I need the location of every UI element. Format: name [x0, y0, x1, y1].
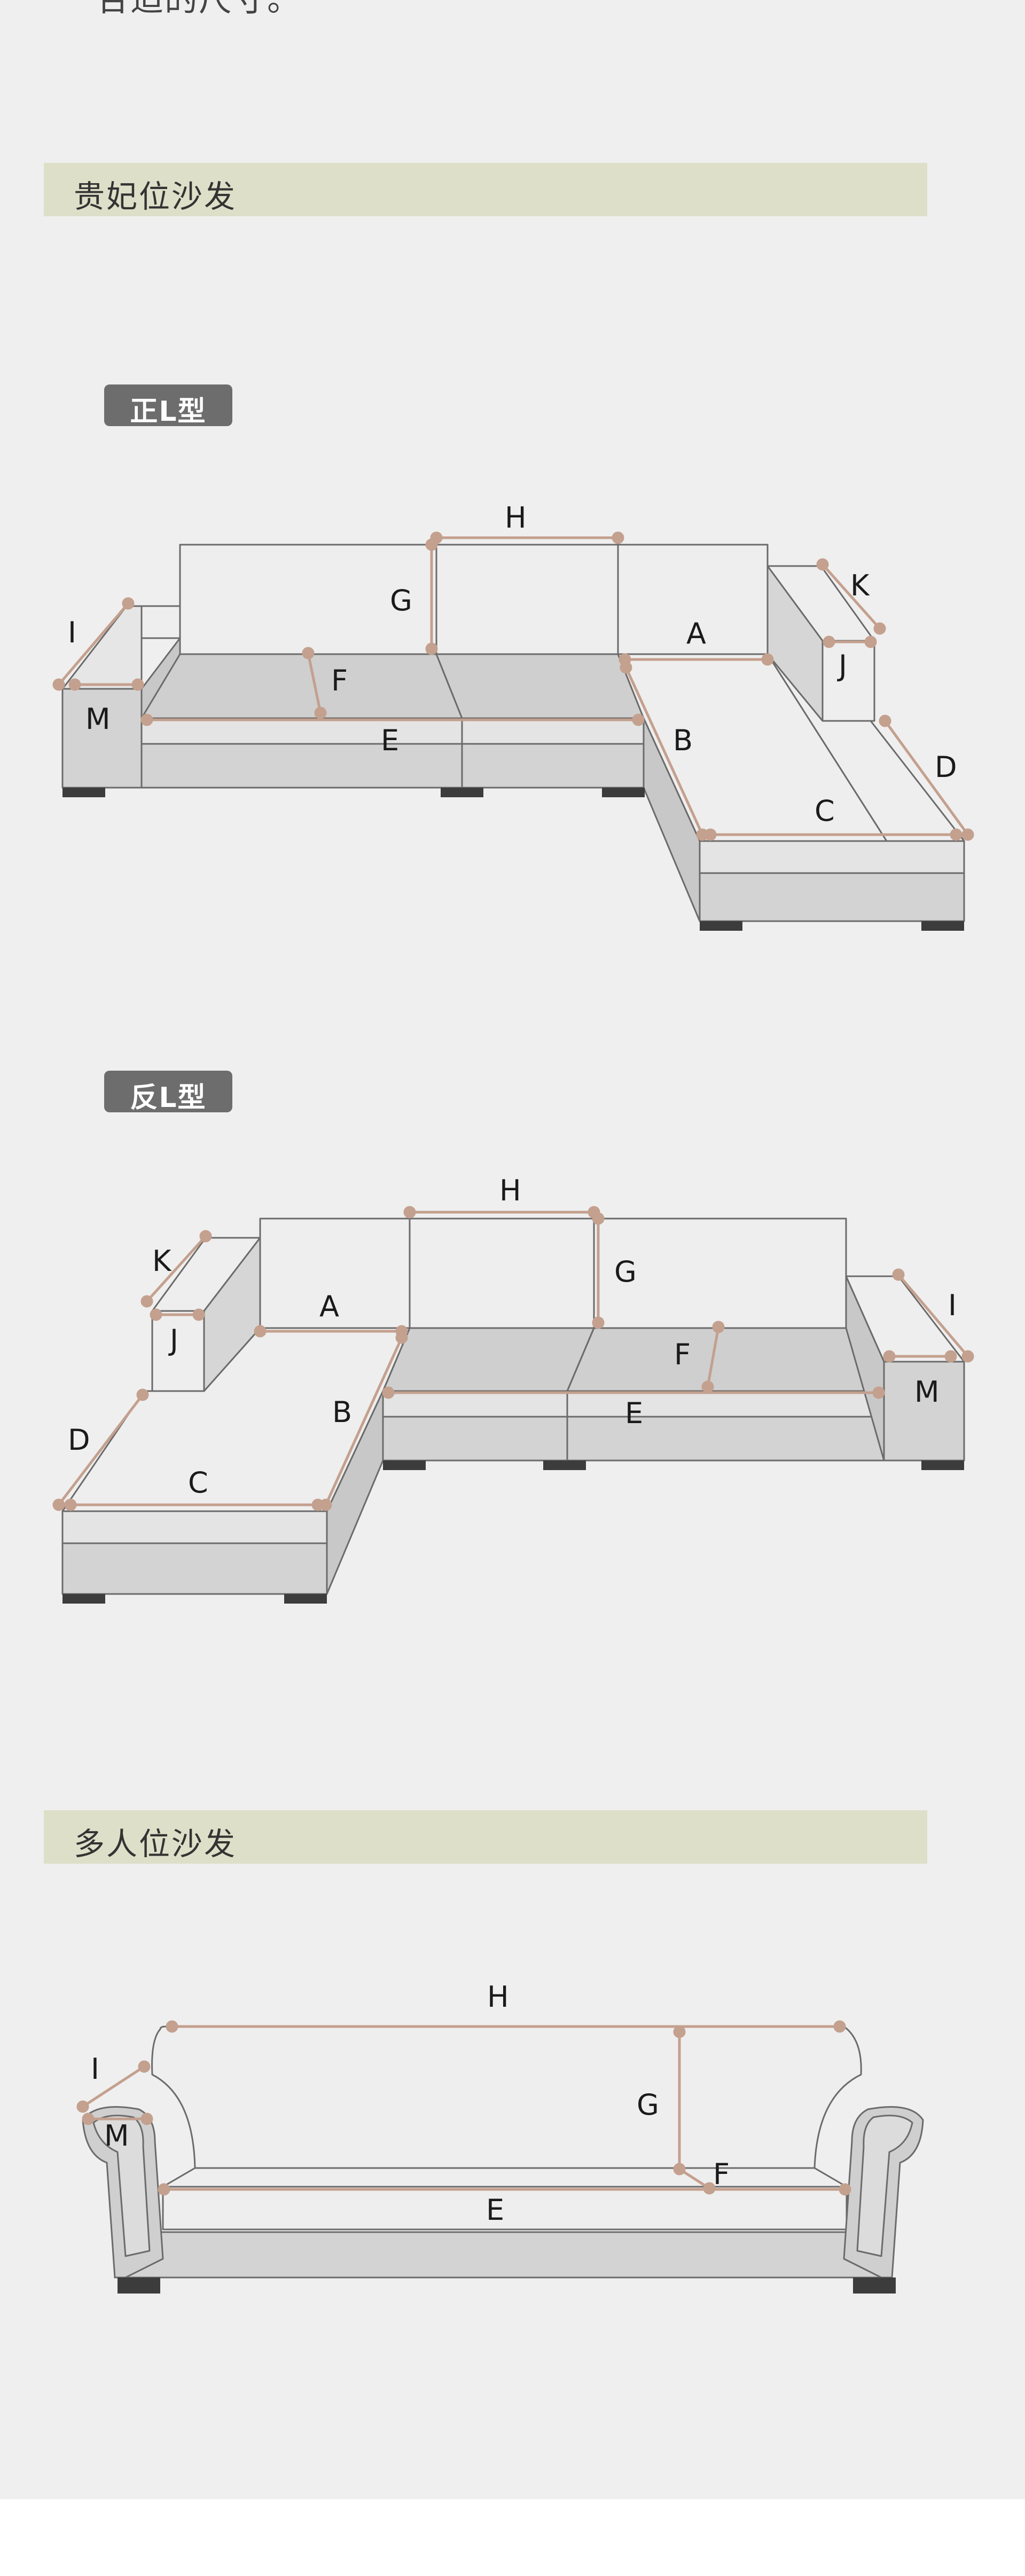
leg [118, 2277, 160, 2294]
measure-b [624, 666, 704, 836]
label-f: F [674, 1338, 691, 1371]
label-h: H [499, 1174, 521, 1207]
label-d: D [68, 1423, 90, 1457]
leg [284, 1594, 327, 1604]
label-g: G [637, 2088, 659, 2122]
right-arm-front [821, 640, 875, 722]
sofa-body [82, 2025, 924, 2279]
label-g: G [614, 1255, 637, 1289]
measure-i [897, 1274, 969, 1357]
measure-d [883, 720, 969, 836]
leg [383, 1460, 426, 1470]
measure-i [82, 2065, 145, 2108]
label-c: C [815, 794, 835, 828]
label-i: I [68, 616, 76, 649]
measure-lines [76, 2020, 851, 2196]
section-title: 贵妃位沙发 [74, 178, 237, 215]
measure-lines [52, 1206, 974, 1511]
sofa-base [114, 2231, 888, 2279]
label-b: B [332, 1395, 352, 1429]
backrest-right [593, 1218, 847, 1329]
sofa-body [61, 1218, 965, 1595]
label-d: D [935, 750, 957, 784]
badge-label: 反L型 [130, 1082, 207, 1114]
right-arm-front [883, 1361, 965, 1462]
label-e: E [486, 2193, 504, 2227]
label-b: B [673, 724, 693, 757]
backrest-left [179, 544, 437, 655]
measure-k [146, 1235, 207, 1302]
label-c: C [188, 1466, 208, 1499]
chaise-front-top [61, 1510, 328, 1544]
leg [921, 921, 964, 931]
label-m: M [85, 702, 111, 736]
measure-lines [52, 531, 974, 841]
label-j: J [837, 649, 847, 682]
reverse-l-shape-sofa-diagram: H G F E A B C D K J I M [52, 1174, 974, 1604]
label-m: M [104, 2119, 129, 2153]
measure-k [821, 563, 881, 630]
chaise-front-base [61, 1542, 328, 1595]
label-k: K [850, 569, 870, 602]
sofa-base [382, 1416, 885, 1462]
l-shape-sofa-svg: H G F E A B C D K J I M [52, 501, 974, 931]
chaise-front-base [699, 872, 965, 922]
section-title: 多人位沙发 [74, 1826, 237, 1862]
sofa-seat [162, 2167, 848, 2231]
label-f: F [713, 2157, 730, 2191]
top-note: 合适的尺寸。 [96, 0, 301, 20]
sofa-legs [118, 2277, 896, 2294]
leg [543, 1460, 586, 1470]
sofa-legs [62, 788, 964, 931]
leg [441, 788, 483, 797]
label-k: K [152, 1244, 172, 1278]
measure-d [58, 1394, 144, 1506]
label-j: J [168, 1323, 178, 1357]
label-m: M [914, 1375, 940, 1409]
label-h: H [487, 1980, 509, 2014]
reverse-l-shape-sofa-svg: H G F E A B C D K J I M [52, 1174, 974, 1604]
label-i: I [91, 2052, 99, 2086]
leg [700, 921, 742, 931]
leg [62, 788, 105, 797]
label-h: H [505, 501, 527, 535]
measure-i [58, 602, 129, 686]
measure-b [324, 1337, 403, 1506]
label-e: E [625, 1396, 643, 1430]
section-header-chaise-sofa: 贵妃位沙发 [44, 163, 927, 216]
badge-label: 正L型 [130, 396, 207, 428]
leg [921, 1460, 964, 1470]
sofa-back [151, 2025, 862, 2169]
page: 合适的尺寸。 贵妃位沙发 正L型 [0, 0, 1025, 2499]
right-arm-inner [856, 2115, 913, 2257]
multi-seat-sofa-svg: H G F E I M [76, 1980, 924, 2294]
sofa-body [61, 544, 965, 922]
leg [853, 2277, 896, 2294]
left-arm-inner [92, 2115, 151, 2257]
badge-reverse-l-shape: 反L型 [104, 1071, 232, 1114]
label-a: A [686, 617, 706, 650]
chaise-front-top [699, 840, 965, 874]
leg [62, 1594, 105, 1604]
measure-f [706, 1326, 720, 1387]
backrest-middle [409, 1218, 595, 1329]
section-header-multi-seat-sofa: 多人位沙发 [44, 1810, 927, 1864]
label-f: F [331, 664, 348, 697]
left-arm-front [151, 1310, 205, 1392]
sofa-legs [62, 1460, 964, 1604]
label-a: A [319, 1290, 339, 1323]
label-g: G [390, 584, 412, 617]
measure-f [307, 653, 322, 713]
leg [602, 788, 645, 797]
label-e: E [381, 724, 399, 757]
l-shape-sofa-diagram: H G F E A B C D K J I M [0, 0, 1025, 961]
label-i: I [948, 1289, 957, 1322]
badge-l-shape: 正L型 [104, 384, 232, 428]
multi-seat-sofa-diagram: H G F E I M [76, 1980, 924, 2294]
sofa-base [140, 743, 645, 789]
